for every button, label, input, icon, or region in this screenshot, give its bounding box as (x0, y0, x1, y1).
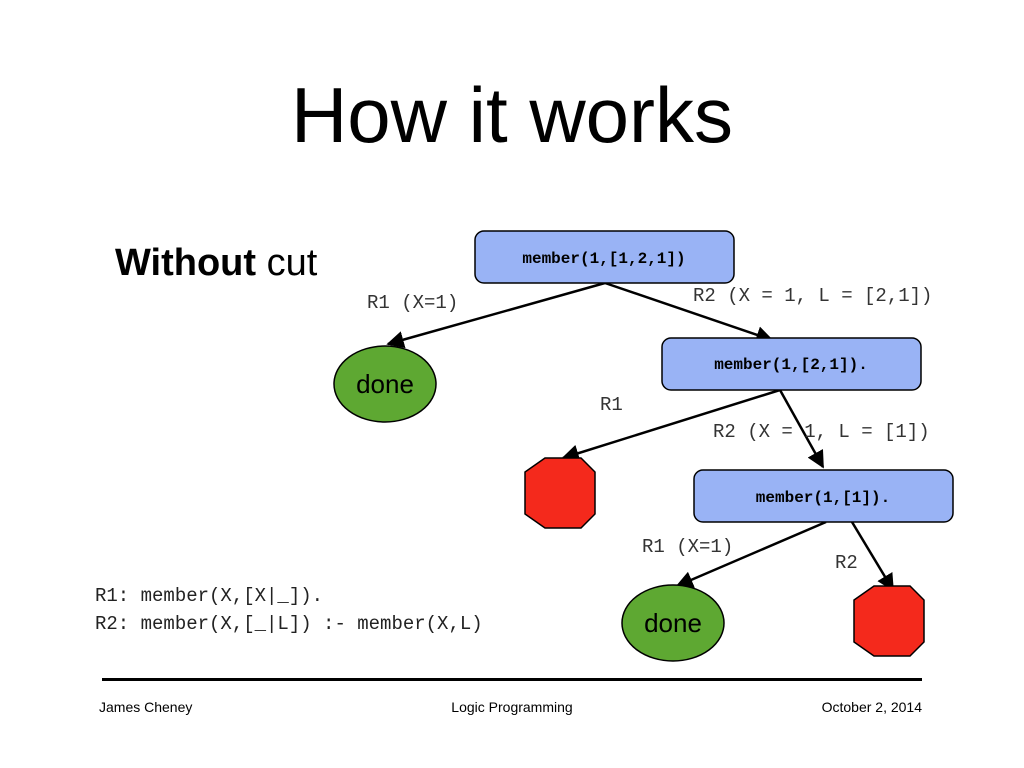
rule-r2: R2: member(X,[_|L]) :- member(X,L) (95, 613, 483, 635)
goal-label-root: member(1,[1,2,1]) (522, 250, 685, 268)
done-node-1: done (333, 345, 437, 423)
goal-box-third (693, 469, 954, 523)
goal-node-second: member(1,[2,1]). (661, 337, 922, 391)
edge-root-r1 (386, 281, 606, 349)
done-ellipse-1 (333, 345, 437, 423)
edge-third-r2 (850, 521, 895, 592)
done-node-2: done (621, 584, 725, 662)
slide-title: How it works (290, 71, 734, 159)
footer-course: Logic Programming (451, 699, 573, 715)
done-ellipse-2 (621, 584, 725, 662)
edge-third-r1 (675, 520, 827, 588)
footer-date: October 2, 2014 (821, 699, 922, 715)
footer-author: James Cheney (99, 699, 193, 715)
rules-block: R1: member(X,[X|_]). R2: member(X,[_|L]) … (95, 582, 483, 638)
goal-node-root: member(1,[1,2,1]) (474, 230, 735, 284)
goal-node-third: member(1,[1]). (693, 469, 954, 523)
rule-r1: R1: member(X,[X|_]). (95, 585, 324, 607)
footer-divider (102, 678, 922, 681)
goal-box-second (661, 337, 922, 391)
subtitle-rest: cut (256, 242, 318, 284)
edge-second-r1 (561, 388, 781, 462)
edge-label-root-r1: R1 (X=1) (367, 292, 458, 314)
done-label-1: done (356, 369, 414, 399)
edge-label-second-r1: R1 (600, 394, 623, 416)
done-label-2: done (644, 608, 702, 638)
goal-box-root (474, 230, 735, 284)
goal-label-second: member(1,[2,1]). (714, 356, 868, 374)
edge-root-r2 (604, 281, 774, 344)
subtitle: Without cut (115, 242, 317, 285)
edge-label-third-r2: R2 (835, 552, 858, 574)
edge-second-r2 (778, 389, 825, 469)
edge-label-root-r2: R2 (X = 1, L = [2,1]) (693, 285, 932, 307)
edge-label-third-r1: R1 (X=1) (642, 536, 733, 558)
goal-label-third: member(1,[1]). (756, 489, 890, 507)
fail-octagon-1 (524, 457, 596, 529)
subtitle-bold: Without (115, 242, 257, 284)
fail-octagon-2 (853, 585, 925, 657)
edge-label-second-r2: R2 (X = 1, L = [1]) (713, 421, 930, 443)
